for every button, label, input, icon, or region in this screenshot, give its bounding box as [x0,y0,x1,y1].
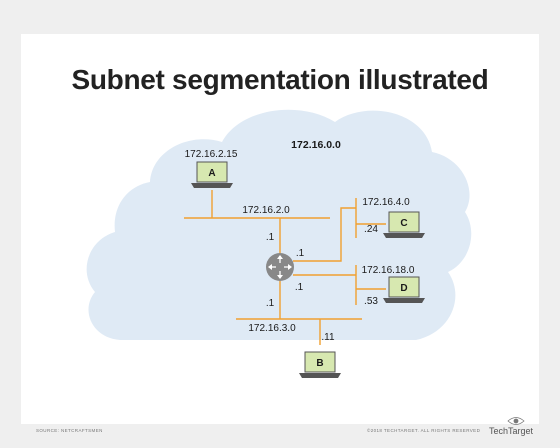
source-credit: SOURCE: NETCRAFTSMEN [36,428,103,433]
host-d-ip: .53 [364,296,378,307]
techtarget-logo: TechTarget [489,417,534,436]
router-ip-right-upper: .1 [296,248,305,259]
laptop-screen [388,276,420,298]
network-cloud [86,109,472,340]
host-b-ip: .11 [321,332,335,343]
subnet-bottom-label: 172.16.3.0 [248,323,296,334]
subnet-top-label: 172.16.2.0 [242,205,290,216]
host-c-label: C [400,218,407,229]
host-d-label: D [400,283,407,294]
router-arrows-icon [268,255,292,279]
host-d-laptop[interactable]: D [383,276,425,303]
subnet-right-lower-label: 172.16.18.0 [362,265,415,276]
host-a-laptop[interactable]: A [191,161,233,188]
host-a-label: A [208,168,215,179]
host-c-ip: .24 [364,224,378,235]
laptop-base [383,298,425,303]
copyright: ©2018 TECHTARGET. ALL RIGHTS RESERVED [367,427,481,433]
router-ip-right-lower: .1 [295,282,304,293]
network-address: 172.16.0.0 [291,139,341,151]
router-ip-top: .1 [266,232,275,243]
laptop-screen [304,351,336,373]
laptop-base [299,373,341,378]
page-title: Subnet segmentation illustrated [71,64,489,95]
laptop-screen [196,161,228,183]
laptop-screen [388,211,420,233]
subnet-right-upper-label: 172.16.4.0 [362,197,410,208]
host-a-ip: 172.16.2.15 [185,149,238,160]
host-b-label: B [316,358,323,369]
host-b-laptop[interactable]: B [299,351,341,378]
router-body [266,253,294,281]
network-links [184,190,386,345]
laptop-base [191,183,233,188]
eye-icon [507,417,525,425]
brand-name: TechTarget [489,426,534,436]
host-c-laptop[interactable]: C [383,211,425,238]
laptop-base [383,233,425,238]
router[interactable] [266,253,294,281]
router-ip-bottom: .1 [266,298,275,309]
link-router-right-upper [293,207,356,262]
